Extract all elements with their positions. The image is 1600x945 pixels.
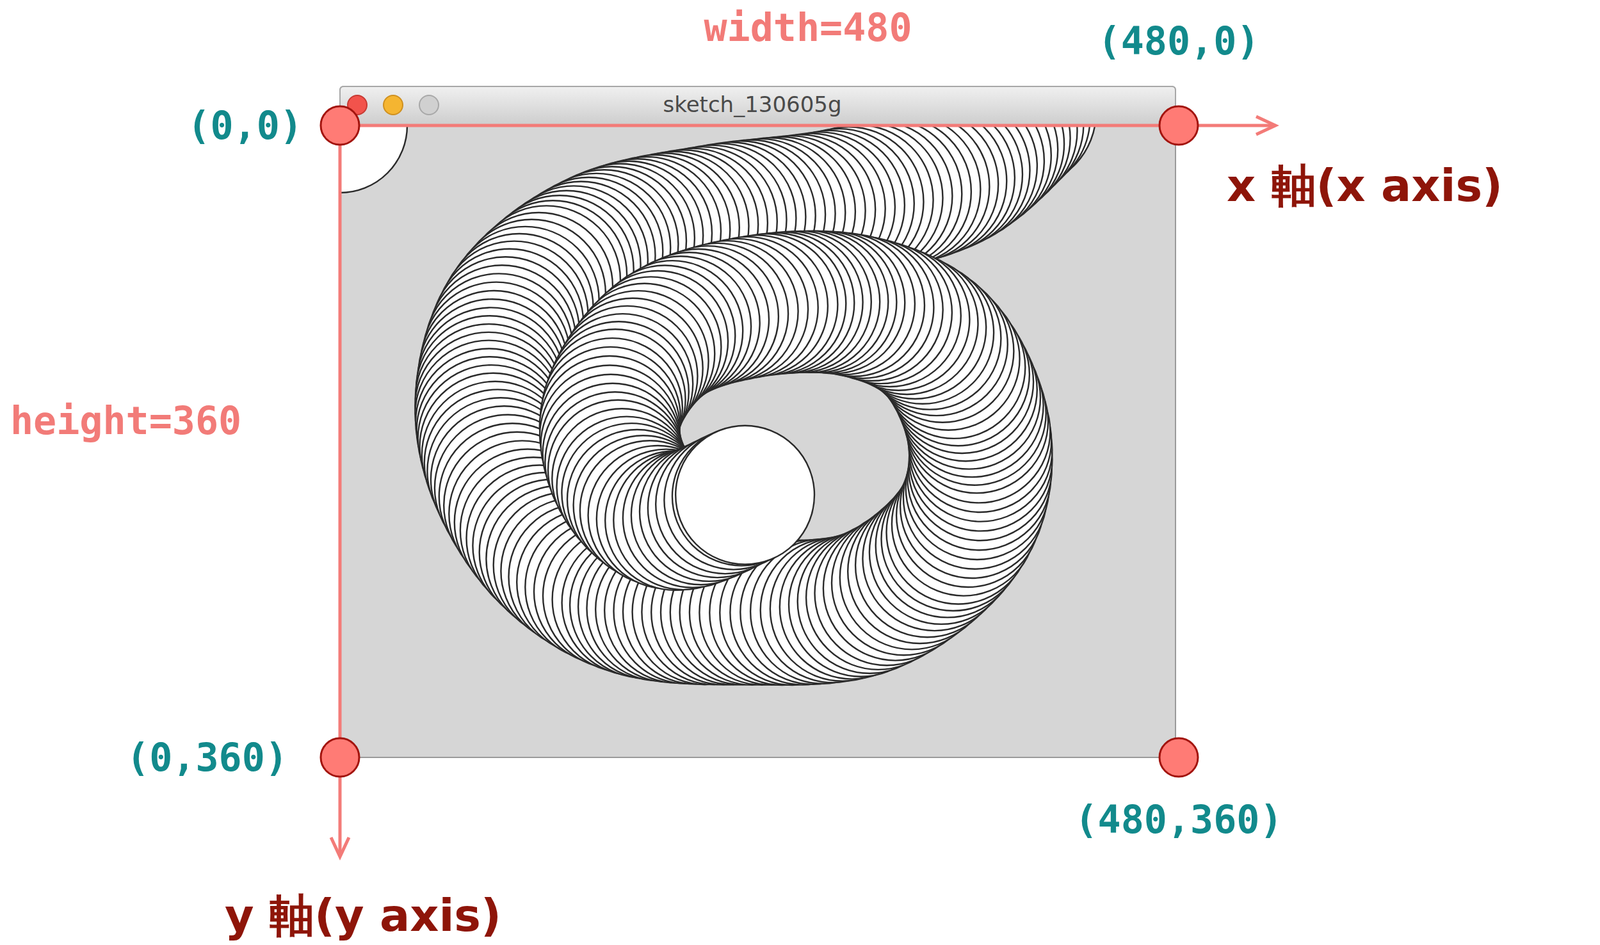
trail-circle (675, 425, 815, 565)
corner-dot (1159, 106, 1198, 145)
coordinate-label: (480,0) (1098, 19, 1261, 64)
minimize-button (383, 95, 403, 115)
corner-dots (320, 106, 1198, 777)
corner-dot (320, 738, 360, 777)
axes (331, 116, 1276, 857)
coordinate-label: (0,360) (126, 735, 289, 780)
x-axis-line (339, 124, 1275, 128)
coordinate-label: (480,360) (1074, 797, 1283, 842)
zoom-button (419, 95, 439, 115)
trail-circle (339, 125, 408, 193)
axis-label: x 軸(x axis) (1226, 160, 1503, 212)
y-axis-arrowhead (331, 837, 349, 857)
title-bar (339, 86, 1176, 126)
axis-label: y 軸(y axis) (224, 889, 502, 942)
circle-trail (339, 125, 1097, 686)
corner-dot (1159, 738, 1198, 777)
window-title: sketch_130605g (662, 92, 842, 118)
x-axis-arrowhead (1256, 116, 1276, 135)
dimension-label: height=360 (10, 398, 242, 444)
corner-dot (320, 106, 360, 145)
dimension-label: width=480 (703, 5, 912, 50)
coordinate-label: (0,0) (186, 103, 303, 148)
